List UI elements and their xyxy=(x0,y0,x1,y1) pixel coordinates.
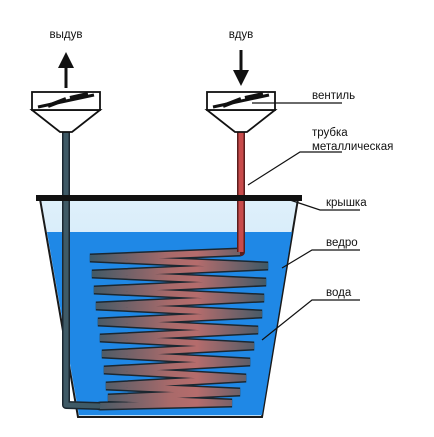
coil xyxy=(89,247,269,411)
valve-icon xyxy=(29,91,103,133)
valve-icon xyxy=(204,91,278,133)
exhaust-label: выдув xyxy=(50,29,83,41)
lid xyxy=(36,195,302,201)
exhaust-tube xyxy=(62,125,101,410)
valve-label: вентиль xyxy=(312,90,355,102)
bucket-label: ведро xyxy=(326,237,358,249)
tube-label-line1: трубка xyxy=(312,127,348,139)
leader-lines xyxy=(247,102,360,341)
lid-label: крышка xyxy=(326,197,367,209)
arrow-down-icon xyxy=(233,50,249,86)
water-label: вода xyxy=(326,287,352,299)
intake-label: вдув xyxy=(229,29,254,41)
arrow-up-icon xyxy=(58,52,74,88)
metal-tube xyxy=(237,125,245,256)
tube-label-line2: металлическая xyxy=(312,141,393,153)
